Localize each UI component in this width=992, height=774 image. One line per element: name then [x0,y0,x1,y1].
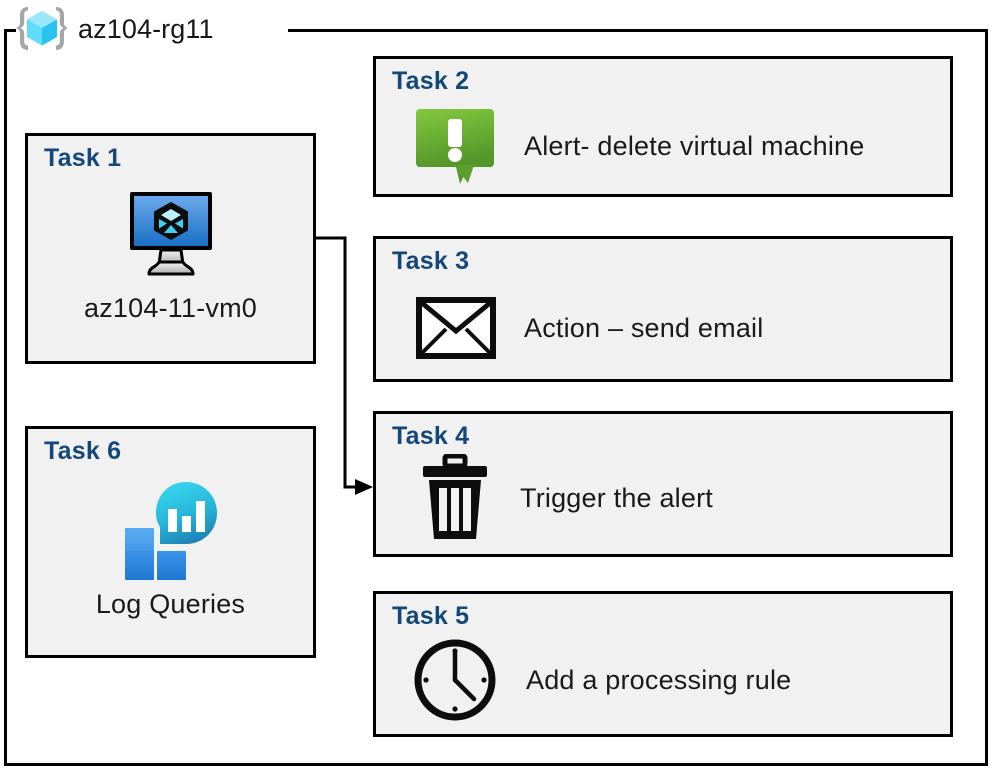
card-title: Task 2 [392,67,470,95]
trash-can-icon [420,454,490,542]
clock-icon [412,637,498,723]
card-title: Task 3 [392,247,470,275]
alert-exclamation-icon [412,105,498,187]
azure-resource-group-icon [14,3,70,55]
virtual-machine-icon [28,188,313,280]
card-label: az104-11-vm0 [84,293,257,323]
card-title: Task 6 [44,437,122,465]
log-analytics-icon [28,479,313,584]
card-task-6[interactable]: Task 6 [25,426,316,658]
envelope-icon [416,297,496,359]
card-task-1[interactable]: Task 1 [25,133,316,364]
card-title: Task 5 [392,602,470,630]
card-label: Action – send email [524,312,764,343]
resource-group-frame [4,29,988,766]
card-label: Alert- delete virtual machine [524,130,865,161]
card-label: Log Queries [95,589,246,619]
resource-group-label: az104-rg11 [14,3,214,55]
card-title: Task 1 [44,144,122,172]
card-task-5[interactable]: Task 5 Add a processing rule [373,591,953,737]
resource-group-name: az104-rg11 [78,13,214,44]
card-task-3[interactable]: Task 3 Action – send email [373,236,953,382]
card-label: Trigger the alert [520,482,713,513]
card-label: Add a processing rule [526,664,792,695]
card-title: Task 4 [392,422,470,450]
card-task-2[interactable]: Task 2 Alert- delete vir [373,56,953,197]
card-task-4[interactable]: Task 4 Trigger the alert [373,411,953,557]
